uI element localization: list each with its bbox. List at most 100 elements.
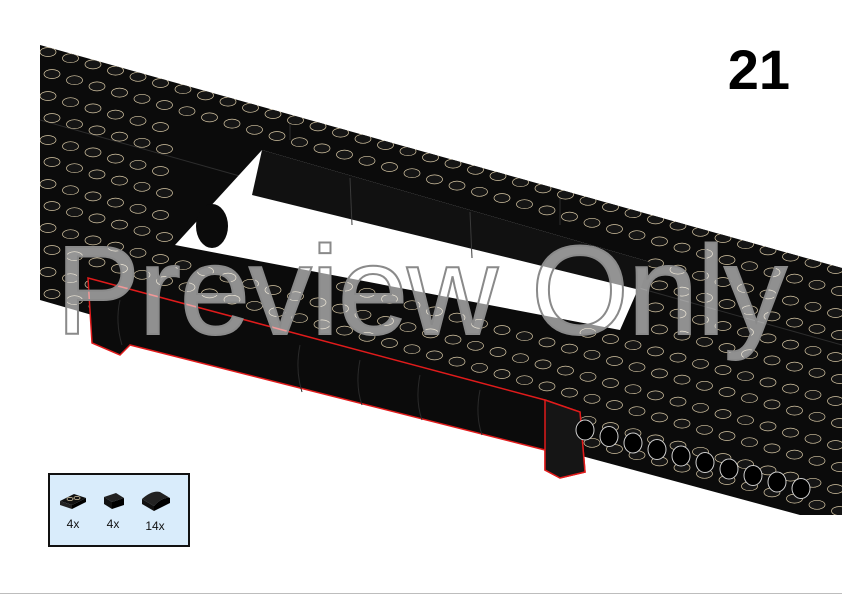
stud	[88, 169, 106, 180]
technic-hole	[647, 439, 667, 460]
stud	[403, 168, 421, 179]
stud	[156, 232, 173, 242]
stud	[178, 106, 196, 117]
stud	[628, 362, 646, 373]
stud	[606, 224, 623, 234]
stud	[336, 281, 353, 292]
stud	[808, 279, 826, 290]
stud	[624, 384, 642, 395]
stud	[831, 506, 842, 515]
stud	[808, 499, 826, 510]
stud	[358, 331, 376, 342]
stud	[493, 369, 511, 379]
stud	[782, 383, 799, 394]
stud	[201, 112, 218, 123]
stud	[759, 421, 777, 432]
stud	[358, 287, 376, 298]
stud	[129, 71, 147, 82]
stud	[66, 119, 83, 130]
stud	[692, 358, 709, 369]
stud	[673, 286, 691, 297]
technic-hole	[599, 426, 619, 447]
stud	[471, 362, 488, 373]
stud	[66, 295, 83, 306]
stud	[741, 349, 758, 360]
stud	[538, 381, 556, 392]
stud	[804, 389, 822, 400]
stud	[651, 412, 668, 423]
stud	[583, 349, 601, 360]
stud	[763, 267, 781, 278]
stud	[786, 405, 803, 416]
stud	[718, 431, 736, 441]
stud	[673, 242, 691, 253]
stud	[561, 343, 578, 354]
stud	[737, 327, 754, 338]
stud	[197, 90, 214, 101]
part-item: 4x	[58, 489, 88, 531]
stud	[129, 115, 147, 126]
stud	[759, 245, 777, 256]
stud	[152, 166, 169, 176]
stud	[673, 330, 691, 341]
stud	[43, 69, 61, 79]
stud	[219, 96, 237, 107]
technic-hole	[623, 432, 643, 454]
stud	[88, 81, 106, 92]
stud	[62, 185, 79, 196]
stud	[808, 367, 826, 378]
stud	[62, 273, 79, 284]
stud	[309, 121, 327, 132]
stud	[831, 462, 842, 472]
stud	[111, 131, 128, 142]
part-quantity: 4x	[106, 517, 120, 531]
stud	[493, 193, 511, 203]
stud	[538, 337, 556, 348]
stud	[831, 286, 842, 296]
stud	[647, 258, 664, 269]
stud	[43, 201, 61, 211]
stud	[381, 294, 398, 304]
stud	[107, 65, 124, 76]
stud	[718, 299, 736, 309]
stud	[156, 100, 173, 110]
stud	[602, 378, 619, 388]
stud	[84, 191, 102, 202]
stud	[152, 210, 169, 220]
stud	[107, 241, 124, 252]
stud	[246, 300, 263, 311]
stud	[827, 396, 842, 406]
stud	[534, 359, 552, 370]
stud	[448, 356, 466, 367]
stud	[174, 84, 192, 95]
stud	[831, 374, 842, 384]
stud	[741, 437, 758, 448]
stud	[40, 179, 57, 189]
stud	[40, 267, 57, 277]
stud	[763, 355, 781, 366]
stud	[786, 273, 803, 284]
stud	[692, 270, 709, 281]
stud	[786, 449, 803, 460]
stud	[43, 245, 61, 255]
stud	[561, 387, 578, 398]
stud	[782, 251, 799, 262]
stud	[579, 195, 597, 206]
stud	[133, 137, 151, 148]
stud	[156, 188, 173, 198]
stud	[804, 433, 822, 444]
stud	[696, 336, 713, 347]
stud	[669, 352, 687, 363]
stud	[84, 59, 102, 70]
stud	[692, 314, 709, 325]
stud	[827, 484, 842, 494]
stud	[88, 213, 106, 224]
stud	[647, 346, 664, 357]
stud	[152, 254, 169, 264]
stud	[628, 230, 646, 241]
stud	[174, 260, 192, 271]
stud	[696, 292, 713, 303]
stud	[804, 301, 822, 312]
stud	[606, 356, 623, 366]
